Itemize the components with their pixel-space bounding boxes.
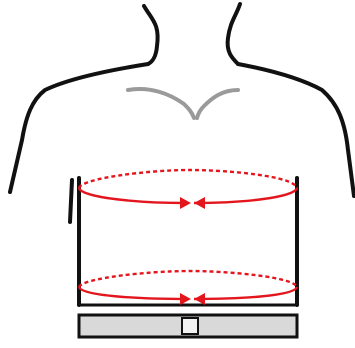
right-shoulder-line [238, 64, 354, 196]
collar-left-curve [128, 89, 194, 118]
left-shoulder-line [10, 64, 148, 192]
upper-ellipse-front-solid [79, 188, 186, 203]
upper-arrow-left-icon [194, 197, 205, 209]
band-outline [79, 305, 297, 337]
collar-right-curve [197, 90, 238, 118]
measurement-lower [79, 271, 297, 305]
band-clasp [182, 318, 198, 334]
neck-right-line [228, 4, 240, 64]
upper-ellipse-front-solid-right [194, 188, 297, 203]
lower-arrow-left-icon [194, 293, 205, 305]
lower-ellipse-front-solid [79, 287, 186, 299]
left-side-flap [70, 180, 72, 222]
lower-ellipse-front-solid-right [194, 287, 297, 299]
upper-ellipse-back-dashed [79, 170, 297, 188]
lower-arrow-right-icon [180, 293, 191, 305]
torso-outline [10, 64, 354, 305]
neck-left-line [144, 6, 158, 64]
collar-outline [128, 89, 238, 118]
measurement-upper [79, 170, 297, 209]
upper-arrow-right-icon [180, 197, 191, 209]
neck-outline [144, 4, 240, 64]
lower-ellipse-back-dashed [79, 271, 297, 287]
